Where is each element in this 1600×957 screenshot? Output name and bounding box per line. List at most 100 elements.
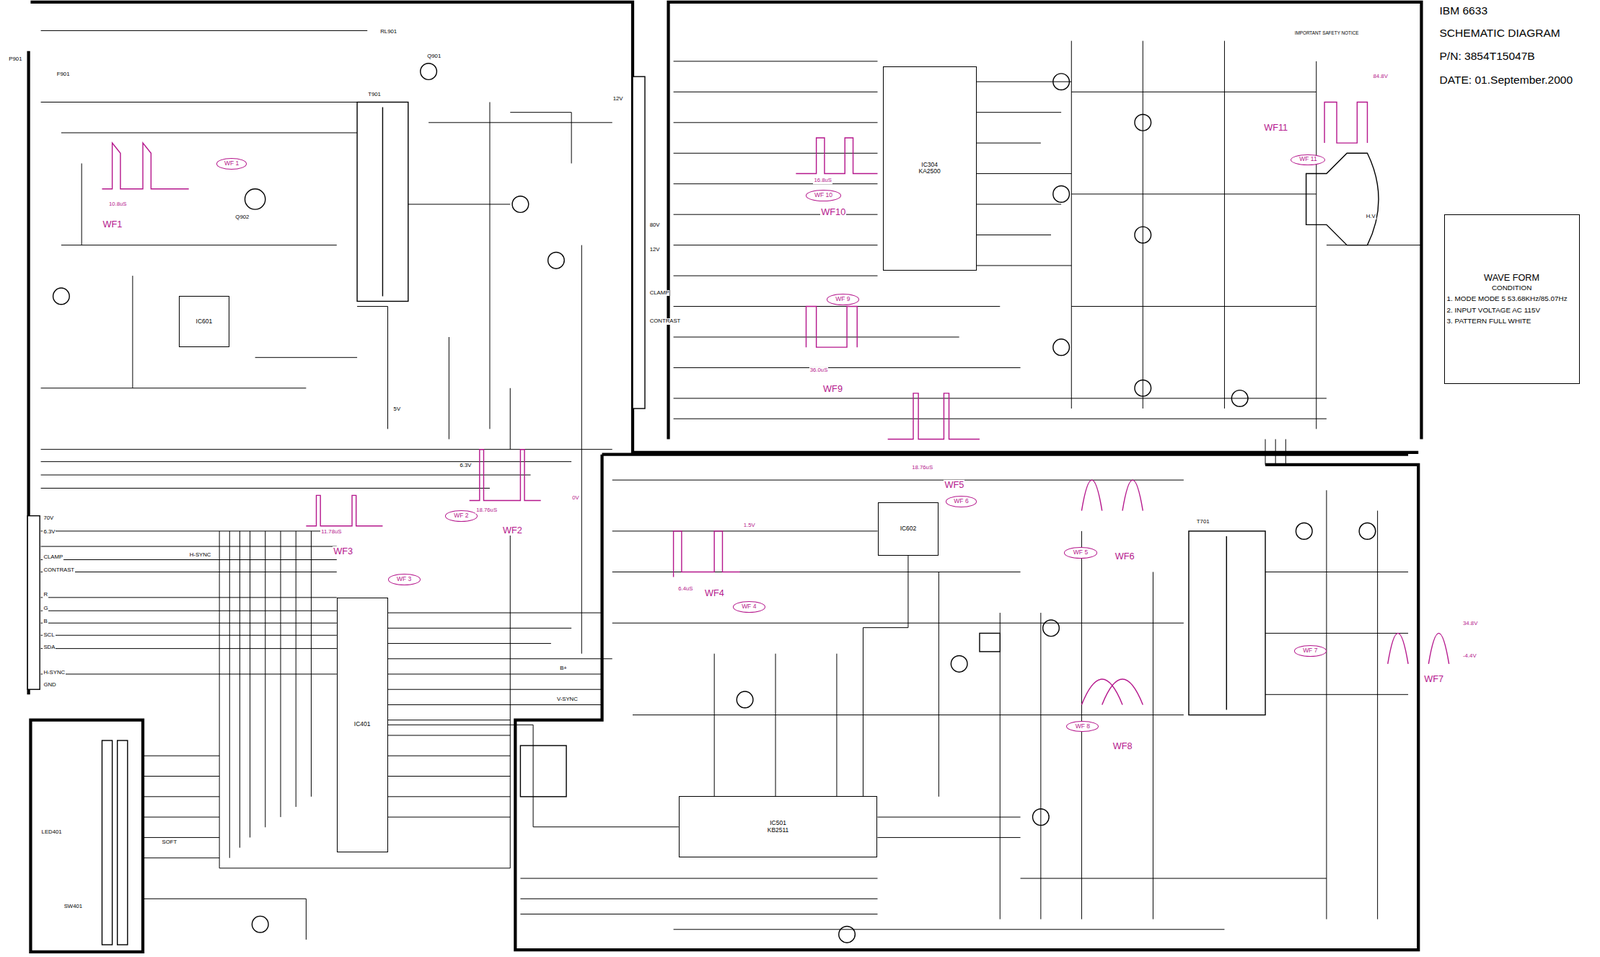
part-label: F901 xyxy=(56,71,71,78)
title-text: IBM 6633 xyxy=(1439,4,1489,17)
waveform-label: 34.8V xyxy=(1462,620,1479,627)
part-label: 70V xyxy=(42,515,55,522)
node-text: WF 9 xyxy=(835,295,850,303)
waveform-tag: WF 3 xyxy=(388,573,421,586)
node-text: IC501 xyxy=(769,819,787,827)
waveform-label: WF10 xyxy=(820,207,847,218)
part-label: 12V xyxy=(649,246,661,254)
node-text: WF 8 xyxy=(1075,722,1090,731)
node-text: KA2500 xyxy=(919,168,941,176)
part-label: 5V xyxy=(393,406,402,413)
waveform-tag: WF 2 xyxy=(445,510,478,522)
ic-box: IC401 xyxy=(336,597,389,853)
part-label: B+ xyxy=(559,665,568,672)
waveform-tag: WF 7 xyxy=(1294,644,1327,657)
part-label: 6.3V xyxy=(42,528,56,536)
waveform-label: 18.76uS xyxy=(475,507,498,514)
part-label: DATE: 01.September.2000 xyxy=(1439,73,1575,86)
waveform-label: WF4 xyxy=(704,587,725,599)
part-label: T901 xyxy=(367,91,382,99)
node-text: WF 10 xyxy=(814,191,833,200)
waveform-label: 0V xyxy=(571,494,580,502)
part-label: 80V xyxy=(649,222,661,229)
wire-connector xyxy=(862,555,908,797)
waveform-label: WF7 xyxy=(1423,673,1445,684)
node-text: WF 6 xyxy=(953,497,969,505)
waveform-tag: WF 6 xyxy=(945,495,977,508)
part-label: CLAMP xyxy=(649,289,671,297)
part-label: SOFT xyxy=(160,838,178,846)
part-label: SDA xyxy=(42,644,56,651)
node-text: 2. INPUT VOLTAGE AC 115V xyxy=(1447,305,1541,314)
waveform-tag: WF 4 xyxy=(732,600,766,613)
node-text: 1. MODE MODE 5 53.68KHz/85.07Hz xyxy=(1447,294,1568,303)
wire-connector xyxy=(388,724,679,826)
part-label: LED401 xyxy=(41,828,63,836)
part-label: B xyxy=(42,618,48,625)
part-label: RL901 xyxy=(379,28,398,36)
waveform-label: 84.8V xyxy=(1372,73,1389,81)
waveform-label: -4.4V xyxy=(1462,652,1478,660)
node-text: WF 11 xyxy=(1299,155,1317,164)
waveform-label: WF6 xyxy=(1114,551,1136,562)
waveform-tag: WF 1 xyxy=(216,157,247,170)
waveform-label: 10.8uS xyxy=(108,201,128,208)
part-label: H-SYNC xyxy=(188,551,213,559)
part-label: CLAMP xyxy=(42,554,64,561)
part-label: SCHEMATIC DIAGRAM xyxy=(1439,26,1562,39)
node-text: WAVE FORM xyxy=(1483,272,1540,284)
part-label: Q901 xyxy=(426,53,442,60)
node-text: CONDITION xyxy=(1491,283,1533,292)
part-label: H-SYNC xyxy=(42,669,66,676)
part-label: G xyxy=(42,605,49,612)
waveform-label: 6.4uS xyxy=(677,585,694,593)
waveform-tag: WF 11 xyxy=(1290,154,1326,166)
part-label: Q902 xyxy=(234,214,250,221)
part-label: SW401 xyxy=(63,903,83,910)
waveform-label: WF2 xyxy=(502,525,523,536)
waveform-label: 16.8uS xyxy=(812,177,833,184)
part-label: H.V xyxy=(1365,213,1377,221)
part-label: 6.3V xyxy=(459,462,473,469)
waveform-label: 1.5V xyxy=(743,522,756,529)
waveform-tag: WF 5 xyxy=(1064,546,1097,559)
ic-box: IC602 xyxy=(877,502,940,556)
part-label: R xyxy=(42,591,49,599)
waveform-label: 11.78uS xyxy=(320,528,342,536)
ic-box: WAVE FORMCONDITION 1. MODE MODE 5 53.68KH… xyxy=(1444,214,1580,384)
node-text: IC401 xyxy=(354,720,371,728)
node-text: WF 5 xyxy=(1073,548,1088,557)
ic-box: IC601 xyxy=(178,295,231,347)
waveform-label: WF3 xyxy=(332,546,354,557)
part-label: P/N: 3854T15047B xyxy=(1439,49,1536,63)
part-label: 12V xyxy=(612,95,624,103)
waveform-label: WF1 xyxy=(101,219,123,230)
ic-box: IC304KA2500 xyxy=(882,66,977,271)
node-text: IC602 xyxy=(900,525,917,533)
part-label: GND xyxy=(42,681,57,689)
part-label: T701 xyxy=(1196,518,1211,526)
node-text: WF 2 xyxy=(453,512,469,520)
waveform-tag: WF 9 xyxy=(826,293,860,306)
part-label: P901 xyxy=(7,56,23,63)
waveform-label: WF8 xyxy=(1112,740,1134,751)
node-text: IC601 xyxy=(196,318,213,326)
node-text: WF 4 xyxy=(741,603,756,611)
node-text: 3. PATTERN FULL WHITE xyxy=(1447,316,1532,325)
waveform-label: 18.76uS xyxy=(911,464,934,472)
part-label: CONTRAST xyxy=(42,566,76,574)
ic-box: IC501KB2511 xyxy=(678,795,878,857)
waveform-label: WF11 xyxy=(1263,122,1289,133)
waveform-label: 36.0uS xyxy=(809,367,829,374)
part-label: CONTRAST xyxy=(649,318,682,325)
waveform-label: WF5 xyxy=(943,479,965,490)
waveform-tag: WF 8 xyxy=(1066,720,1099,733)
waveform-label: WF9 xyxy=(822,383,844,394)
part-label: SCL xyxy=(42,631,55,639)
part-label: V-SYNC xyxy=(556,696,579,703)
node-text: IC304 xyxy=(921,161,938,169)
waveform-tag: WF 10 xyxy=(805,189,841,202)
node-text: KB2511 xyxy=(767,826,790,834)
node-text: WF 7 xyxy=(1302,647,1318,655)
